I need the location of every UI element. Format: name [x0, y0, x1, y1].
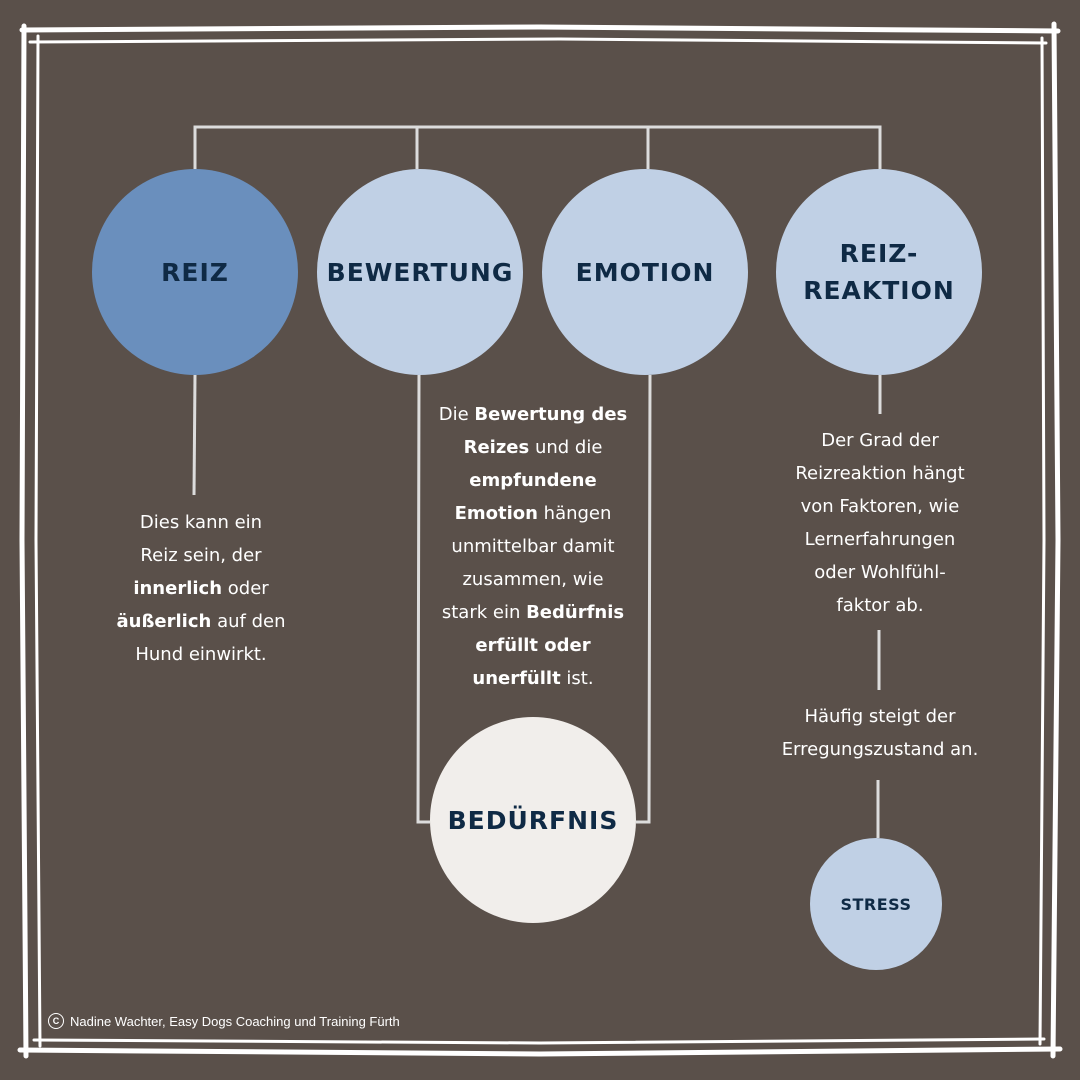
- text-segment: und die: [529, 437, 603, 458]
- text-segment: auf den: [211, 611, 286, 632]
- text-segment: hängen: [537, 503, 612, 524]
- text-segment: stark ein: [441, 602, 527, 623]
- text-segment: erfüllt oder: [475, 635, 591, 656]
- text-segment: empfundene: [469, 470, 597, 491]
- top-bracket-line: [193, 125, 882, 169]
- text-segment: Der Grad der: [821, 430, 939, 451]
- text-segment: Dies kann ein: [139, 512, 263, 533]
- emotion-circle: EMOTION: [542, 169, 748, 375]
- bedurfnis-label: BEDÜRFNIS: [447, 805, 619, 835]
- text-segment: oder Wohlfühl-: [814, 562, 946, 583]
- copyright-icon: C: [48, 1013, 64, 1029]
- text-segment: Bedürfnis: [526, 602, 625, 623]
- bedurfnis-circle: BEDÜRFNIS: [430, 717, 636, 923]
- stress-circle: STRESS: [810, 838, 942, 970]
- text-segment: ist.: [560, 668, 594, 689]
- text-segment: Erregungszustand an.: [781, 739, 979, 760]
- stress-label: STRESS: [840, 894, 912, 914]
- text-segment: Reiz sein, der: [140, 545, 262, 566]
- text-segment: zusammen, wie: [462, 569, 604, 590]
- reizreaktion-circle: REIZ- REAKTION: [776, 169, 982, 375]
- reiz-label: REIZ: [161, 257, 229, 287]
- text-segment: faktor ab.: [836, 595, 924, 616]
- text-segment: innerlich: [133, 578, 223, 599]
- text-segment: Emotion: [454, 503, 538, 524]
- credit-text: Nadine Wachter, Easy Dogs Coaching und T…: [70, 1013, 400, 1029]
- text-segment: äußerlich: [116, 611, 212, 632]
- emotion-label: EMOTION: [575, 257, 715, 287]
- bewertung-circle: BEWERTUNG: [317, 169, 523, 375]
- text-segment: Reizes: [463, 437, 530, 458]
- copyright-credit: C Nadine Wachter, Easy Dogs Coaching und…: [48, 1013, 400, 1029]
- bewertung-label: BEWERTUNG: [326, 257, 514, 287]
- reizreaktion-label: REIZ- REAKTION: [803, 239, 955, 305]
- text-segment: Die: [438, 404, 475, 425]
- text-segment: unerfüllt: [472, 668, 561, 689]
- text-segment: unmittelbar damit: [451, 536, 615, 557]
- text-segment: Reizreaktion hängt: [795, 463, 965, 484]
- text-segment: Hund einwirkt.: [135, 644, 267, 665]
- reiz-down-line: [192, 374, 197, 496]
- reiz-circle: REIZ: [92, 169, 298, 375]
- text-segment: von Faktoren, wie: [800, 496, 960, 517]
- text-segment: Lernerfahrungen: [804, 529, 956, 550]
- text-segment: Bewertung des: [474, 404, 628, 425]
- text-segment: Häufig steigt der: [804, 706, 956, 727]
- bedurfnis-bracket-line: [416, 374, 652, 824]
- text-segment: oder: [222, 578, 269, 599]
